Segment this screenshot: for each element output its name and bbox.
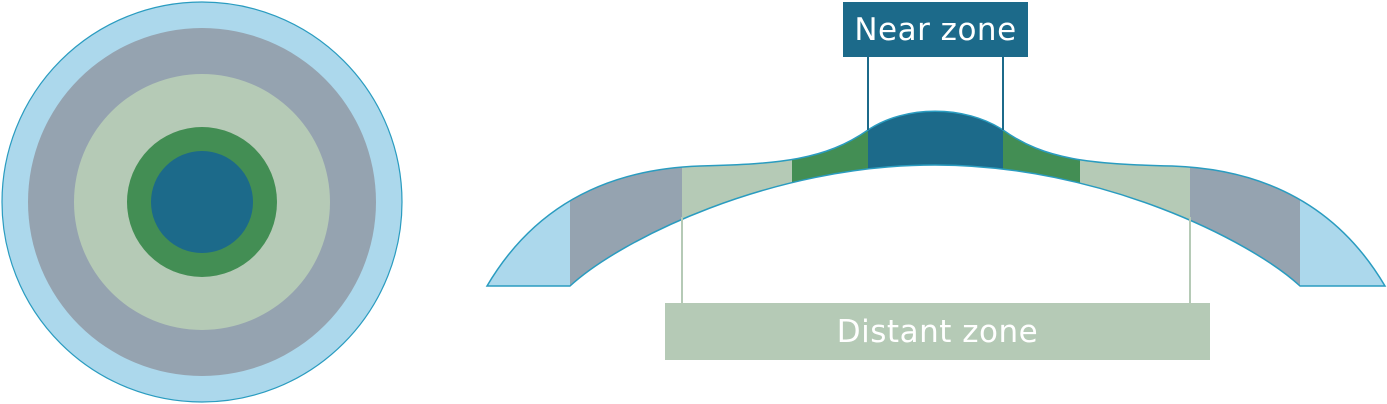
distant-zone-label: Distant zone — [665, 303, 1210, 360]
center-zone — [151, 151, 253, 253]
band-light-green-right — [1080, 111, 1190, 286]
band-light-green-left — [682, 111, 792, 286]
band-green-left — [792, 111, 868, 286]
band-outer-left — [487, 111, 570, 286]
band-gray-left — [570, 111, 682, 286]
lens-front-view — [1, 1, 403, 403]
distant-zone-leaders — [681, 217, 1191, 303]
near-zone-leaders — [867, 57, 1004, 130]
band-gray-right — [1190, 111, 1300, 286]
lens-cross-section — [487, 111, 1385, 286]
near-zone-label: Near zone — [843, 2, 1028, 57]
band-green-right — [1003, 111, 1080, 286]
band-outer-right — [1300, 111, 1385, 286]
lens-outline — [485, 110, 1387, 287]
